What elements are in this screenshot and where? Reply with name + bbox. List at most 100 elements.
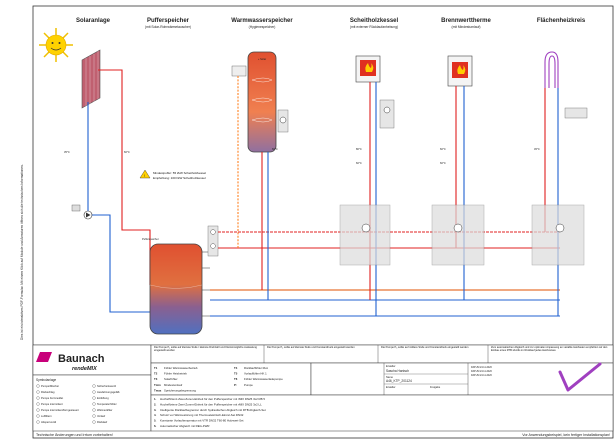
product-number: 6.: [154, 424, 157, 428]
floor-mixer-unit[interactable]: [564, 107, 588, 119]
product-item[interactable]: Hocheffizienz-Zwei-Zonen-Einheit für den…: [160, 397, 265, 401]
temp-label: 45°C: [534, 147, 540, 151]
legend-item: Pumpe intermittent/ferngesteuert: [41, 408, 79, 412]
logo-brand: Baunach: [58, 353, 105, 365]
creator: Sascha Hanisch: [386, 369, 409, 373]
sensor-item: Fühler Warmwasserladepumpe: [244, 377, 283, 381]
module-pumps: [361, 223, 565, 233]
sensor-item: Pumpe: [244, 383, 253, 387]
note-line-2: Empfehlung: 100 l/kW Scheitholzkessel: [153, 176, 206, 180]
name-label: Name: [386, 375, 393, 379]
hotwater-tank[interactable]: [247, 51, 277, 153]
legend-symbol-icon: [36, 414, 40, 418]
warning-icon: [139, 169, 151, 179]
legend-item: Pumpe intermittent: [41, 402, 63, 406]
checkmark-icon: [558, 362, 602, 392]
hotwater-mixer[interactable]: [277, 109, 289, 133]
legend-symbol-icon: [92, 414, 96, 418]
legend-symbol-icon: [92, 384, 96, 388]
sensor-item: Solarfühler: [164, 377, 178, 381]
module-woodboiler[interactable]: [339, 204, 391, 266]
legend-item: Rückschlag: [41, 390, 55, 394]
module-condensing[interactable]: [431, 204, 485, 266]
wood-boiler-return-unit[interactable]: [379, 99, 395, 129]
note-line-1: Mindestpuffer: 55 l/kW Scheitholzkessel: [153, 171, 206, 175]
floor-heating-coil[interactable]: [544, 51, 559, 88]
product-item[interactable]: Automatischer Abgleich mit REG-FWR: [160, 424, 209, 428]
sensor-item: Fühler Heizbetrieb: [164, 372, 187, 376]
legend-item: Sicherheitsventil: [97, 384, 116, 388]
sensor-code: T4: [234, 366, 238, 370]
buffer-mixer-unit[interactable]: [207, 225, 219, 257]
header-buffer: Pufferspeicher: [147, 18, 190, 24]
legend-item: Wärmezähler: [97, 408, 113, 412]
checked-label: Ersteller: [386, 385, 396, 389]
solar-circuit: [87, 69, 151, 313]
logo-icon: [36, 352, 52, 362]
side-note: Dies ist ein interaktives PDF-Formular. …: [20, 164, 24, 340]
legend-symbol-icon: [92, 420, 96, 424]
header-condensing: Brennwerttherme: [441, 18, 491, 24]
solar-collector[interactable]: [81, 49, 101, 109]
sun-icon: [39, 28, 73, 62]
legend-item: Luftfiltern: [41, 414, 52, 418]
solar-pump-group[interactable]: [71, 204, 93, 220]
sensor-code: T5: [234, 372, 238, 376]
buffer-label: Pufferspeicher: [142, 237, 159, 241]
legend-symbol-icon: [36, 402, 40, 406]
sensor-code: T1: [154, 366, 158, 370]
footer-left: Technische Änderungen und Irrtum vorbeha…: [36, 433, 113, 437]
legend-symbol-icon: [36, 390, 40, 394]
legend-item: Pumpe Fernmeldet: [41, 396, 63, 400]
module-floor[interactable]: [531, 204, 585, 266]
product-number: 2.: [154, 402, 157, 406]
product-number: 5.: [154, 419, 157, 423]
hotwater-controller[interactable]: [231, 65, 247, 77]
sensor-item: Fühler Warmwasserbetrieb: [164, 366, 198, 370]
legend-item: Rücklauf: [97, 420, 107, 424]
pump-icon[interactable]: [361, 223, 371, 233]
temp-label: 60°C: [356, 161, 362, 165]
legend-title: Symbolanlage: [36, 378, 56, 382]
pump-note-1: Die Pumpe P₁ sollte auf kleinste Stufe /…: [154, 346, 257, 352]
product-number: 3.: [154, 408, 157, 412]
header-buffer-sub: (mit Solar-Rohrwärmetauscher): [145, 25, 191, 29]
legend-item: Pumpe/Mischer: [41, 384, 59, 388]
condensing-boiler[interactable]: [447, 55, 473, 87]
date-3: DATUM 24.11.2020: [471, 374, 492, 377]
legend-symbol-icon: [36, 384, 40, 388]
temp-label: 60°C: [124, 150, 130, 154]
date-1: DATUM 24.11.2020: [471, 366, 492, 369]
product-item[interactable]: Hocheffizienz-Zwei-Zonen-Einheit für den…: [160, 402, 262, 406]
pump-icon[interactable]: [453, 223, 463, 233]
hotwater-tank-label: + Solar: [258, 57, 266, 61]
product-item[interactable]: Intelligente Rücklaufbegrenzer durch hyd…: [160, 408, 266, 412]
symbol-legend: Symbolanlage Pumpe/MischerRückschlagPump…: [32, 374, 152, 432]
product-number: 4.: [154, 413, 157, 417]
buffer-tank[interactable]: [149, 243, 210, 335]
wood-boiler[interactable]: [355, 55, 381, 83]
legend-item: Absperrventil: [41, 420, 57, 424]
legend-symbol-icon: [92, 390, 96, 394]
pump-icon[interactable]: [555, 223, 565, 233]
sensor-item: Mindestumlauf: [164, 383, 182, 387]
temp-label: 35°C: [64, 150, 70, 154]
legend-symbol-icon: [92, 402, 96, 406]
title-block: Ersteller Sascha Hanisch Name A46_KTP_20…: [310, 362, 614, 396]
pump-note-2: Die Pumpe P₂ sollte auf kleinste Stufe u…: [267, 346, 355, 349]
legend-symbol-icon: [36, 420, 40, 424]
sensor-code: T6: [234, 377, 238, 381]
sensor-code: T2: [154, 372, 158, 376]
temp-label: 60°C: [272, 147, 278, 151]
product-item[interactable]: Schutz vor Wärmestörung mit Thermoelektr…: [160, 413, 244, 417]
header-condensing-sub: (mit Mindestumlauf): [452, 25, 481, 29]
module-boxes: [339, 204, 585, 266]
creator-label: Ersteller: [386, 364, 396, 368]
legend-symbol-icon: [92, 396, 96, 400]
legend-item: Ausdehnungsgefäß: [97, 390, 120, 394]
logo-block: Baunach rendeMIX: [32, 344, 152, 376]
legend-item: Temperaturfühler: [97, 402, 117, 406]
product-item[interactable]: Konstante Vorlauftemperatur mit VTR DN32…: [160, 419, 244, 423]
legend-item: Vorlauf: [97, 414, 105, 418]
